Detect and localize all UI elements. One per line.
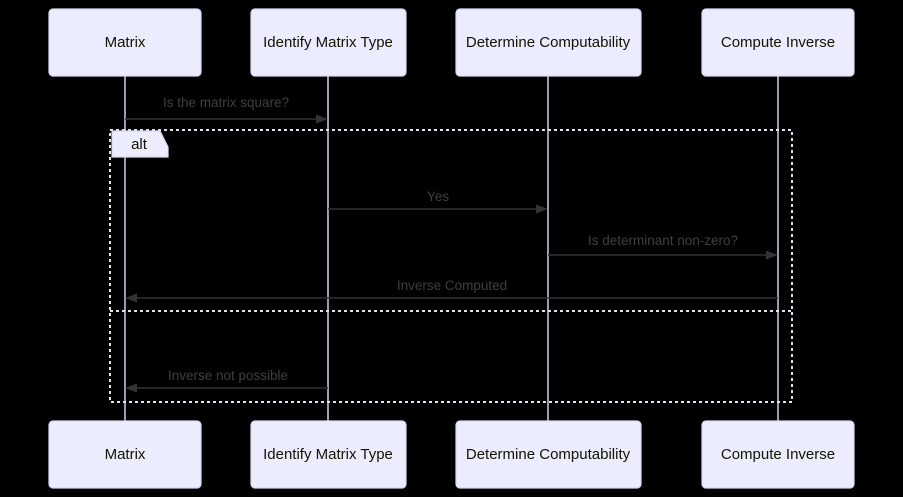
message-arrowhead-is-the-matrix-square: [316, 114, 328, 124]
participant-bottom-compute-inverse[interactable]: Compute Inverse: [701, 420, 855, 489]
participant-bottom-identify-matrix-type-box: [250, 420, 407, 489]
message-is-the-matrix-square[interactable]: Is the matrix square?: [125, 95, 328, 124]
alt-tag-label: alt: [131, 136, 148, 153]
participant-bottom-matrix[interactable]: Matrix: [48, 420, 202, 489]
message-arrowhead-yes: [536, 204, 548, 214]
lifelines-group: [124, 76, 779, 424]
message-label-inverse-not-possible: Inverse not possible: [168, 368, 288, 383]
participant-bottom-matrix-label: Matrix: [105, 446, 146, 463]
participant-bottom-identify-matrix-type[interactable]: Identify Matrix Type: [250, 420, 407, 489]
participant-bottom-determine-computability-label: Determine Computability: [466, 446, 631, 463]
participant-top-determine-computability-box: [455, 8, 642, 77]
participant-top-compute-inverse[interactable]: Compute Inverse: [701, 8, 855, 77]
participant-top-compute-inverse-label: Compute Inverse: [721, 34, 835, 51]
message-yes[interactable]: Yes: [328, 189, 548, 214]
alt-tag-shape: [111, 130, 169, 158]
alt-fragment-border: [109, 129, 793, 403]
alt-fragment: alt: [109, 129, 793, 403]
participant-bottom-compute-inverse-label: Compute Inverse: [721, 446, 835, 463]
message-inverse-not-possible[interactable]: Inverse not possible: [125, 368, 328, 393]
message-label-is-the-matrix-square: Is the matrix square?: [163, 95, 289, 110]
message-inverse-computed[interactable]: Inverse Computed: [125, 278, 778, 303]
participant-top-identify-matrix-type-box: [250, 8, 407, 77]
message-label-inverse-computed: Inverse Computed: [397, 278, 507, 293]
participants-bottom-group: Matrix Identify Matrix Type Determine Co…: [48, 420, 855, 489]
participant-top-matrix-label: Matrix: [105, 34, 146, 51]
participant-top-identify-matrix-type-label: Identify Matrix Type: [263, 34, 393, 51]
participant-top-determine-computability-label: Determine Computability: [466, 34, 631, 51]
message-label-yes: Yes: [427, 189, 449, 204]
participant-top-matrix[interactable]: Matrix: [48, 8, 202, 77]
message-label-is-determinant-non-zero: Is determinant non-zero?: [588, 233, 738, 248]
participant-bottom-identify-matrix-type-label: Identify Matrix Type: [263, 446, 393, 463]
message-arrowhead-inverse-not-possible: [125, 383, 137, 393]
messages-group: Is the matrix square? Yes Is determinant…: [125, 95, 778, 393]
participant-bottom-determine-computability[interactable]: Determine Computability: [455, 420, 642, 489]
participant-top-identify-matrix-type[interactable]: Identify Matrix Type: [250, 8, 407, 77]
participant-top-compute-inverse-box: [701, 8, 855, 77]
message-is-determinant-non-zero[interactable]: Is determinant non-zero?: [548, 233, 778, 260]
participant-top-matrix-box: [48, 8, 202, 77]
message-arrowhead-inverse-computed: [125, 293, 137, 303]
participant-bottom-determine-computability-box: [455, 420, 642, 489]
message-arrowhead-is-determinant-non-zero: [766, 250, 778, 260]
participants-top-group: Matrix Identify Matrix Type Determine Co…: [48, 8, 855, 77]
participant-top-determine-computability[interactable]: Determine Computability: [455, 8, 642, 77]
participant-bottom-compute-inverse-box: [701, 420, 855, 489]
participant-bottom-matrix-box: [48, 420, 202, 489]
